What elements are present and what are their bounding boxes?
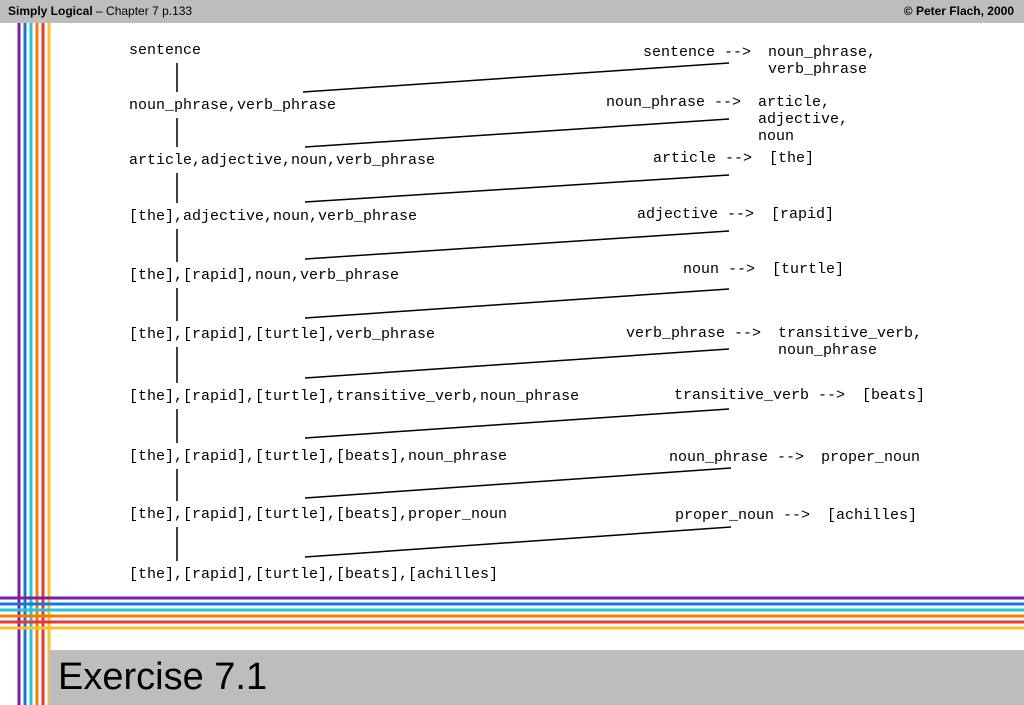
- derivation-step: [the],[rapid],[turtle],verb_phrase: [129, 326, 435, 343]
- rule-head: verb_phrase: [626, 325, 725, 342]
- rule-link-line: [304, 288, 730, 319]
- rule-body: [rapid]: [771, 206, 834, 223]
- rule-link-line: [302, 62, 730, 93]
- header-left: Simply Logical – Chapter 7 p.133: [8, 4, 192, 18]
- derivation-step: [the],[rapid],[turtle],[beats],[achilles…: [129, 566, 498, 583]
- rule-link-line: [304, 174, 730, 203]
- derivation-step: [the],adjective,noun,verb_phrase: [129, 208, 417, 225]
- rule-head: proper_noun: [675, 507, 774, 524]
- slide-title: Exercise 7.1: [58, 656, 268, 698]
- rule-body: [beats]: [862, 387, 925, 404]
- copyright: © Peter Flach, 2000: [903, 4, 1014, 18]
- derivation-step: [the],[rapid],[turtle],transitive_verb,n…: [129, 388, 579, 405]
- rule-body: article,: [758, 94, 830, 111]
- rule-body: noun: [758, 128, 794, 145]
- rule-arrow: -->: [724, 44, 751, 61]
- rule-link-line: [304, 230, 730, 260]
- rule-arrow: -->: [818, 387, 845, 404]
- rule-head: noun: [683, 261, 719, 278]
- rule-head: adjective: [637, 206, 718, 223]
- rule-arrow: -->: [714, 94, 741, 111]
- footer-panel: Exercise 7.1: [49, 650, 1024, 705]
- rule-head: noun_phrase: [606, 94, 705, 111]
- derivation-step: [the],[rapid],[turtle],[beats],noun_phra…: [129, 448, 507, 465]
- rule-head: transitive_verb: [674, 387, 809, 404]
- rule-body: [the]: [769, 150, 814, 167]
- book-title: Simply Logical: [8, 4, 93, 18]
- rule-link-line: [304, 467, 732, 499]
- rule-body: [turtle]: [772, 261, 844, 278]
- rule-arrow: -->: [777, 449, 804, 466]
- rule-link-line: [304, 526, 732, 558]
- rule-body: noun_phrase: [778, 342, 877, 359]
- derivation-step: noun_phrase,verb_phrase: [129, 97, 336, 114]
- derivation-step: [the],[rapid],[turtle],[beats],proper_no…: [129, 506, 507, 523]
- derivation-step: [the],[rapid],noun,verb_phrase: [129, 267, 399, 284]
- rule-arrow: -->: [734, 325, 761, 342]
- rule-body: transitive_verb,: [778, 325, 922, 342]
- chapter-page: – Chapter 7 p.133: [92, 4, 193, 18]
- rule-arrow: -->: [725, 150, 752, 167]
- rule-body: proper_noun: [821, 449, 920, 466]
- rule-body: noun_phrase,: [768, 44, 876, 61]
- header-bar: Simply Logical – Chapter 7 p.133 © Peter…: [0, 0, 1024, 23]
- rule-head: article: [653, 150, 716, 167]
- rule-body: [achilles]: [827, 507, 917, 524]
- rule-body: adjective,: [758, 111, 848, 128]
- rule-head: sentence: [643, 44, 715, 61]
- rule-body: verb_phrase: [768, 61, 867, 78]
- derivation-step: article,adjective,noun,verb_phrase: [129, 152, 435, 169]
- derivation-step: sentence: [129, 42, 201, 59]
- rule-arrow: -->: [728, 261, 755, 278]
- rule-link-line: [304, 348, 730, 379]
- rule-arrow: -->: [783, 507, 810, 524]
- rule-arrow: -->: [727, 206, 754, 223]
- rule-head: noun_phrase: [669, 449, 768, 466]
- rule-link-line: [304, 118, 730, 148]
- rule-link-line: [304, 408, 730, 439]
